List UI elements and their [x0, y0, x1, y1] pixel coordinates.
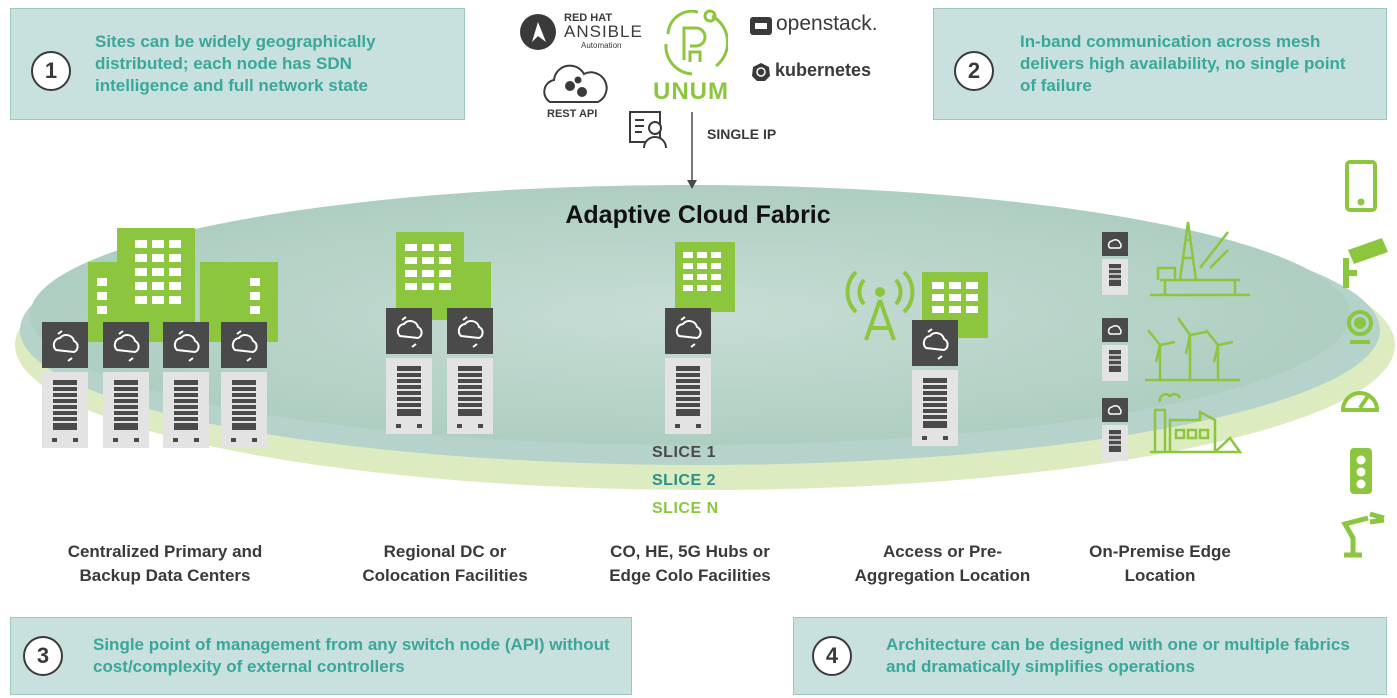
edge-switch-icon — [1101, 231, 1129, 296]
openstack-icon — [750, 17, 772, 35]
callout-text: In-band communication across mesh delive… — [1020, 32, 1346, 95]
automation-label: Automation — [581, 41, 622, 50]
unum-logo-icon — [664, 9, 728, 76]
rest-api-cloud-icon — [543, 64, 608, 103]
edge-switch-icon — [1101, 397, 1129, 462]
callout-text: Single point of management from any swit… — [93, 635, 610, 676]
traffic-light-icon — [1350, 448, 1372, 494]
callout-number: 1 — [31, 51, 71, 91]
switch-node-icon — [446, 307, 494, 435]
callout-4: 4 Architecture can be designed with one … — [793, 617, 1387, 695]
switch-node-icon — [162, 321, 210, 449]
kubernetes-icon — [752, 63, 770, 81]
caption-line: Colocation Facilities — [362, 566, 528, 585]
ansible-label: ANSIBLE — [564, 22, 643, 41]
robot-arm-icon — [1341, 511, 1385, 558]
switch-node-icon — [102, 321, 150, 449]
smartphone-icon — [1345, 160, 1377, 212]
caption-line: Aggregation Location — [854, 566, 1031, 585]
rest-api-label: REST API — [547, 108, 598, 120]
site-caption-access: Access or Pre- Aggregation Location — [825, 540, 1060, 588]
switch-node-icon — [664, 307, 712, 435]
caption-line: Backup Data Centers — [79, 566, 251, 585]
slice-1-label: SLICE 1 — [652, 444, 716, 461]
factory-icon — [1150, 392, 1243, 454]
callout-number: 3 — [23, 636, 63, 676]
webcam-icon — [1347, 310, 1373, 344]
gauge-icon — [1340, 391, 1380, 412]
ansible-icon — [520, 14, 556, 50]
switch-node-icon — [385, 307, 433, 435]
single-ip-label: SINGLE IP — [707, 126, 777, 142]
caption-line: Edge Colo Facilities — [609, 566, 771, 585]
cell-tower-icon — [845, 270, 915, 341]
callout-number: 2 — [954, 51, 994, 91]
site-caption-on-premise: On-Premise Edge Location — [1070, 540, 1250, 588]
slice-2-label: SLICE 2 — [652, 472, 716, 489]
caption-line: Location — [1124, 566, 1196, 585]
fabric-title: Adaptive Cloud Fabric — [565, 201, 831, 229]
openstack-label: openstack. — [776, 12, 878, 35]
site-caption-primary-dc: Centralized Primary and Backup Data Cent… — [30, 540, 300, 588]
switch-node-icon — [220, 321, 268, 449]
site-caption-edge-colo: CO, HE, 5G Hubs or Edge Colo Facilities — [575, 540, 805, 588]
site-caption-regional-dc: Regional DC or Colocation Facilities — [330, 540, 560, 588]
kubernetes-label: kubernetes — [775, 60, 872, 80]
caption-line: Regional DC or — [383, 542, 507, 561]
caption-line: Centralized Primary and — [67, 542, 263, 561]
switch-node-icon — [911, 319, 959, 447]
callout-number: 4 — [812, 636, 852, 676]
single-ip-admin-icon — [629, 111, 667, 149]
callout-1: 1 Sites can be widely geographically dis… — [10, 8, 465, 120]
callout-text: Architecture can be designed with one or… — [886, 635, 1350, 676]
security-camera-icon — [1343, 238, 1388, 288]
switch-node-icon — [41, 321, 89, 449]
caption-line: CO, HE, 5G Hubs or — [610, 542, 770, 561]
redhat-label: RED HAT — [564, 12, 613, 24]
callout-3: 3 Single point of management from any sw… — [10, 617, 632, 695]
callout-text: Sites can be widely geographically distr… — [95, 32, 376, 95]
slice-n-label: SLICE N — [652, 500, 719, 517]
oil-rig-icon — [1150, 221, 1250, 297]
wind-turbines-icon — [1145, 317, 1240, 382]
callout-2: 2 In-band communication across mesh deli… — [933, 8, 1387, 120]
caption-line: On-Premise Edge — [1089, 542, 1231, 561]
unum-label: UNUM — [653, 78, 729, 105]
edge-switch-icon — [1101, 317, 1129, 382]
caption-line: Access or Pre- — [882, 542, 1003, 561]
